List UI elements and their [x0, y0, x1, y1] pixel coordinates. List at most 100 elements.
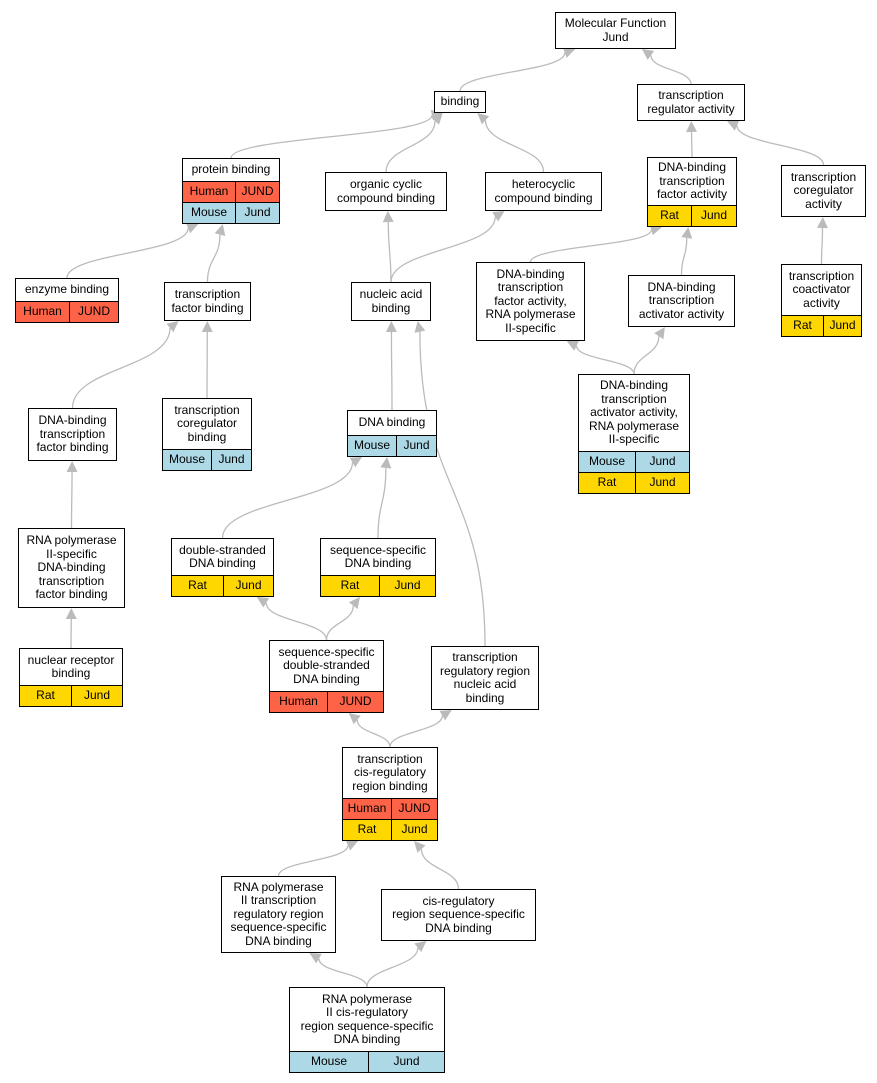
edge-arrowhead	[414, 321, 426, 333]
go-term-label: DNA-binding transcription factor activit…	[485, 266, 576, 335]
go-term-label: sequence-specific double-stranded DNA bi…	[278, 644, 375, 686]
edge-arrowhead	[477, 113, 490, 125]
edge-arrowhead	[65, 608, 77, 620]
gene-symbol: Jund	[71, 686, 122, 706]
edge-nab-to-hcb	[390, 216, 496, 283]
species-name: Mouse	[168, 452, 206, 467]
edge-arrowhead	[686, 121, 698, 133]
edge-arrowhead	[66, 461, 78, 473]
go-term-tfb[interactable]: transcription factor binding	[164, 282, 251, 321]
go-term-label: transcription cis-regulatory region bind…	[352, 751, 428, 793]
edge-arrowhead	[562, 47, 576, 58]
go-term-label: protein binding	[191, 162, 271, 177]
go-term-binding[interactable]: binding	[434, 91, 486, 113]
edge-ssdb-to-db	[377, 467, 387, 539]
species-name: Rat	[357, 822, 377, 837]
go-term-mf[interactable]: Molecular Function Jund	[555, 12, 676, 49]
go-term-tra[interactable]: transcription regulator activity	[637, 84, 745, 121]
species-name: Human	[189, 184, 229, 199]
go-term-label: DNA-binding transcription factor activit…	[656, 160, 728, 202]
go-term-crrssdb[interactable]: cis-regulatory region sequence-specific …	[381, 889, 536, 941]
go-term-ssdsdb[interactable]: sequence-specific double-stranded DNA bi…	[269, 640, 384, 713]
gene-symbol: Jund	[391, 820, 437, 840]
species-row-mouse: Mouse Jund	[348, 435, 436, 456]
gene-symbol: Jund	[396, 436, 436, 456]
edge-arrowhead	[166, 321, 179, 333]
go-term-dbtfa[interactable]: DNA-binding transcription factor activit…	[647, 157, 737, 227]
edge-tcrrb-to-ssdsdb	[356, 719, 391, 748]
edge-binding-to-mf	[459, 52, 566, 92]
go-term-hcb[interactable]: heterocyclic compound binding	[485, 172, 602, 211]
gene-symbol: Jund	[211, 450, 251, 470]
go-term-label: transcription coregulator binding	[174, 402, 240, 444]
go-term-label: organic cyclic compound binding	[336, 177, 436, 205]
edge-arrowhead	[439, 710, 452, 721]
gene-symbol: Jund	[635, 452, 689, 472]
species-name: Mouse	[588, 454, 626, 469]
go-term-tcrrb[interactable]: transcription cis-regulatory region bind…	[342, 747, 438, 841]
go-term-label: double-stranded DNA binding	[179, 542, 266, 570]
go-term-label: enzyme binding	[24, 282, 110, 297]
species-name: Human	[279, 694, 318, 709]
species-name: Mouse	[310, 1054, 348, 1069]
edge-arrowhead	[654, 327, 665, 340]
edge-dsdb-to-db	[221, 462, 354, 539]
go-term-label: transcription coregulator activity	[790, 169, 857, 211]
go-term-dbtaa[interactable]: DNA-binding transcription activator acti…	[628, 275, 735, 327]
species-row-human: Human JUND	[270, 691, 383, 712]
edge-dbtaa-to-dbtfa	[680, 237, 688, 276]
edge-arrowhead	[681, 227, 693, 239]
edge-arrowhead	[431, 113, 443, 125]
gene-symbol: JUND	[235, 182, 279, 202]
edge-arrowhead	[348, 713, 361, 725]
edge-rnap2-to-dbtfb	[70, 471, 73, 529]
go-term-label: RNA polymerase II transcription regulato…	[230, 879, 327, 948]
edge-ssdsdb-to-ssdb	[325, 605, 354, 641]
go-term-nab[interactable]: nucleic acid binding	[351, 282, 431, 321]
go-term-rnap2[interactable]: RNA polymerase II-specific DNA-binding t…	[18, 528, 125, 608]
species-name: Mouse	[353, 438, 391, 453]
edge-arrowhead	[186, 223, 199, 234]
go-term-rnap2crr[interactable]: RNA polymerase II cis-regulatory region …	[289, 987, 445, 1073]
edge-tra-to-mf	[650, 55, 692, 85]
gene-symbol: JUND	[327, 692, 383, 712]
species-name: Rat	[188, 578, 207, 593]
edge-arrowhead	[414, 941, 427, 953]
edge-rnap2crr-to-rnap2trr	[318, 958, 368, 988]
go-term-label: nuclear receptor binding	[27, 652, 115, 680]
edge-tcoa-to-tca	[820, 227, 824, 265]
go-term-trrnab[interactable]: transcription regulatory region nucleic …	[431, 646, 539, 710]
go-term-rnap2trr[interactable]: RNA polymerase II transcription regulato…	[221, 876, 336, 953]
go-term-label: cis-regulatory region sequence-specific …	[392, 893, 525, 935]
go-term-label: DNA-binding transcription factor binding	[36, 413, 109, 455]
go-term-label: nucleic acid binding	[359, 287, 423, 315]
edge-arrowhead	[380, 457, 392, 469]
go-term-label: transcription factor binding	[171, 287, 244, 315]
go-term-dbtfa2[interactable]: DNA-binding transcription factor activit…	[476, 262, 585, 341]
edge-dbtfb-to-tfb	[71, 327, 171, 409]
go-term-dbtaa2[interactable]: DNA-binding transcription activator acti…	[578, 374, 690, 494]
go-term-label: DNA binding	[358, 415, 426, 430]
go-term-dbtfb[interactable]: DNA-binding transcription factor binding	[28, 408, 117, 461]
edge-arrowhead	[382, 211, 394, 223]
go-term-tca[interactable]: transcription coregulator activity	[781, 165, 866, 217]
edge-rnap2trr-to-tcrrb	[277, 845, 349, 877]
go-term-ocb[interactable]: organic cyclic compound binding	[325, 172, 447, 211]
